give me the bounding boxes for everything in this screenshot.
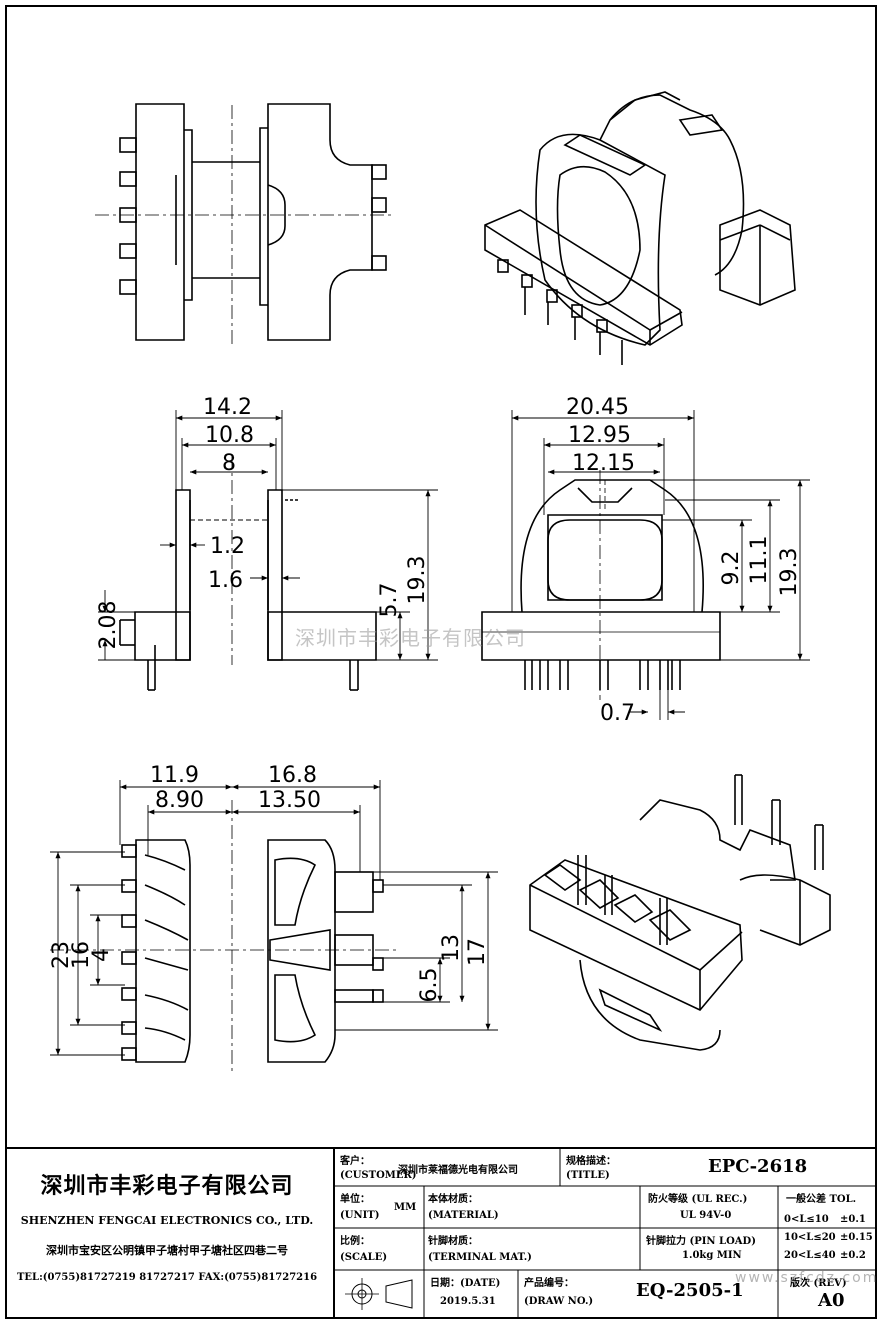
customer-label: 客户： bbox=[340, 1156, 370, 1167]
dim-11-1: 11.1 bbox=[747, 536, 772, 585]
ul-value: UL 94V-0 bbox=[680, 1210, 732, 1221]
bottom-dimensions bbox=[50, 780, 498, 1056]
dim-16-8: 16.8 bbox=[268, 763, 317, 788]
title-block-grid bbox=[6, 1147, 876, 1318]
tol-range-1: 0<L≤10 bbox=[784, 1214, 829, 1225]
tol-range-2: 10<L≤20 bbox=[784, 1232, 836, 1243]
dim-16: 16 bbox=[69, 941, 94, 969]
isometric-view-bottom bbox=[529, 774, 831, 1051]
drawno-label-en: (DRAW NO.) bbox=[524, 1296, 594, 1307]
dim-23: 23 bbox=[49, 941, 74, 969]
tol-value-2: ±0.15 bbox=[840, 1232, 873, 1243]
pinload-label: 针脚拉力 (PIN LOAD) bbox=[646, 1236, 756, 1247]
company-name-cn: 深圳市丰彩电子有限公司 bbox=[40, 1174, 294, 1199]
dim-0-7: 0.7 bbox=[600, 701, 635, 726]
watermark-text: 深圳市丰彩电子有限公司 bbox=[295, 626, 526, 650]
dim-19-3-right: 19.3 bbox=[777, 548, 802, 597]
date-value: 2019.5.31 bbox=[440, 1296, 496, 1307]
terminal-label: 针脚材质： bbox=[428, 1236, 478, 1247]
front-right-dim-text: 20.45 12.95 12.15 9.2 11.1 19.3 0.7 bbox=[566, 395, 802, 726]
company-tel: TEL:(0755)81727219 81727217 FAX:(0755)81… bbox=[16, 1272, 318, 1283]
dim-6-5: 6.5 bbox=[417, 968, 442, 1003]
front-right-dimensions bbox=[511, 410, 810, 720]
side-view bbox=[95, 103, 395, 345]
material-label-en: (MATERIAL) bbox=[428, 1210, 499, 1221]
dim-8: 8 bbox=[222, 451, 236, 476]
isometric-view-top bbox=[484, 91, 796, 365]
ul-label: 防火等级 (UL REC.) bbox=[648, 1194, 748, 1205]
unit-value: MM bbox=[394, 1202, 417, 1213]
dim-2-08: 2.08 bbox=[96, 601, 121, 650]
dim-1-2: 1.2 bbox=[210, 534, 245, 559]
dim-13: 13 bbox=[439, 934, 464, 962]
bottom-view bbox=[50, 800, 400, 1075]
dim-9-2: 9.2 bbox=[719, 551, 744, 586]
dim-17: 17 bbox=[465, 938, 490, 966]
dim-5-7: 5.7 bbox=[377, 583, 402, 618]
dim-8-90: 8.90 bbox=[155, 788, 204, 813]
dim-12-15: 12.15 bbox=[572, 451, 635, 476]
dim-13-50: 13.50 bbox=[258, 788, 321, 813]
scale-label-en: (SCALE) bbox=[340, 1252, 388, 1263]
drawno-value: EQ-2505-1 bbox=[636, 1280, 744, 1301]
rev-value: A0 bbox=[818, 1290, 845, 1311]
dim-11-9: 11.9 bbox=[150, 763, 199, 788]
dim-19-3-left: 19.3 bbox=[405, 556, 430, 605]
company-address: 深圳市宝安区公明镇甲子塘村甲子塘社区四巷二号 bbox=[46, 1244, 288, 1257]
dim-20-45: 20.45 bbox=[566, 395, 629, 420]
drawno-label: 产品编号： bbox=[524, 1278, 574, 1289]
tol-label: 一般公差 TOL. bbox=[786, 1194, 857, 1205]
front-view-right bbox=[481, 470, 721, 700]
scale-label: 比例： bbox=[340, 1236, 370, 1247]
date-label: 日期：(DATE) bbox=[430, 1278, 501, 1289]
terminal-label-en: (TERMINAL MAT.) bbox=[428, 1252, 532, 1263]
unit-label-en: (UNIT) bbox=[340, 1210, 380, 1221]
unit-label: 单位： bbox=[340, 1194, 370, 1205]
front-left-dim-text: 14.2 10.8 8 1.2 1.6 2.08 5.7 19.3 bbox=[96, 395, 430, 649]
company-name-en: SHENZHEN FENGCAI ELECTRONICS CO., LTD. bbox=[20, 1214, 314, 1227]
dim-10-8: 10.8 bbox=[205, 423, 254, 448]
pinload-value: 1.0kg MIN bbox=[682, 1250, 742, 1261]
tol-value-1: ±0.1 bbox=[840, 1214, 866, 1225]
rev-label: 版次 (REV) bbox=[790, 1278, 847, 1289]
title-label-en: (TITLE) bbox=[566, 1170, 610, 1181]
tol-range-3: 20<L≤40 bbox=[784, 1250, 836, 1261]
title-label: 规格描述： bbox=[566, 1156, 616, 1167]
dim-1-6: 1.6 bbox=[208, 568, 243, 593]
bottom-dim-text: 11.9 8.90 16.8 13.50 23 16 4 6.5 13 17 bbox=[49, 763, 490, 1003]
dim-12-95: 12.95 bbox=[568, 423, 631, 448]
dim-14-2: 14.2 bbox=[203, 395, 252, 420]
site-watermark: www.szfcdz.com bbox=[735, 1270, 879, 1286]
dim-4: 4 bbox=[89, 948, 114, 962]
material-label: 本体材质： bbox=[428, 1194, 478, 1205]
tol-value-3: ±0.2 bbox=[840, 1250, 866, 1261]
customer-label-en: (CUSTOMER) bbox=[340, 1170, 417, 1181]
title-value: EPC-2618 bbox=[708, 1156, 808, 1177]
customer-value: 深圳市莱福德光电有限公司 bbox=[398, 1165, 518, 1176]
front-left-dimensions bbox=[98, 410, 438, 661]
